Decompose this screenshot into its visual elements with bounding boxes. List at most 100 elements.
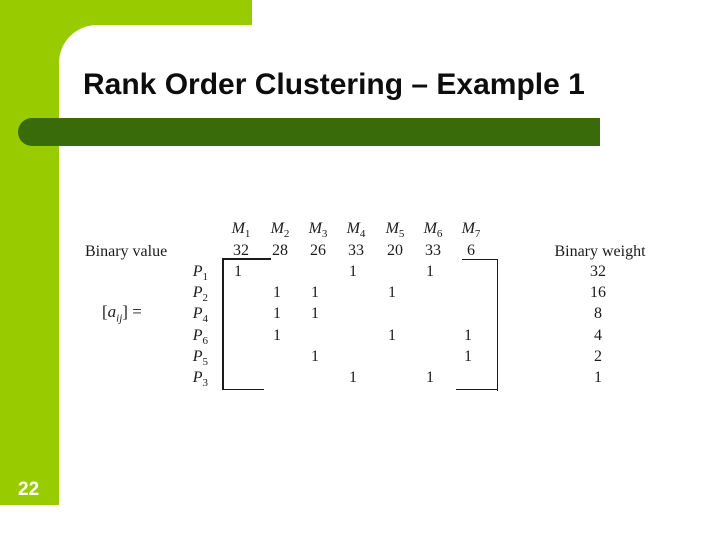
machine-index: 4 — [359, 228, 366, 241]
machine-symbol: M — [308, 220, 322, 237]
one-digit: 1 — [273, 284, 281, 301]
machine-header: M2 — [258, 220, 302, 241]
matrix-cell-one: 1 — [267, 327, 287, 345]
binary-weight-number: 16 — [590, 284, 606, 301]
one-digit: 1 — [464, 348, 472, 365]
matrix-cell-one: 1 — [343, 263, 363, 281]
part-row-label: P3 — [168, 369, 209, 390]
binary-value-number: 33 — [425, 242, 441, 259]
matrix-bracket-left-top-stub — [222, 258, 271, 260]
matrix-cell-one: 1 — [382, 284, 402, 302]
binary-value: 6 — [449, 242, 493, 260]
part-row-label: P1 — [168, 263, 209, 284]
aij-subscript: ij — [116, 312, 123, 325]
machine-symbol: M — [270, 220, 284, 237]
matrix-bracket-left-vertical — [222, 258, 224, 390]
one-digit: 1 — [388, 284, 396, 301]
binary-value-number: 33 — [348, 242, 364, 259]
binary-weight-number: 1 — [594, 369, 602, 386]
machine-index: 7 — [474, 228, 481, 241]
machine-header: M7 — [449, 220, 493, 241]
part-index: 1 — [202, 271, 209, 284]
one-digit: 1 — [464, 327, 472, 344]
binary-value: 32 — [219, 242, 263, 260]
binary-weight-value: 32 — [573, 263, 623, 281]
machine-index: 2 — [283, 228, 290, 241]
one-digit: 1 — [311, 305, 319, 322]
part-row-label: P4 — [168, 305, 209, 326]
binary-value: 28 — [258, 242, 302, 260]
matrix-cell-one: 1 — [305, 305, 325, 323]
part-index: 2 — [202, 292, 209, 305]
matrix-cell-one: 1 — [420, 263, 440, 281]
part-index: 5 — [202, 356, 209, 369]
machine-header: M5 — [373, 220, 417, 241]
binary-value: 26 — [296, 242, 340, 260]
page-number: 22 — [18, 479, 40, 500]
one-digit: 1 — [234, 263, 242, 280]
binary-value-number: 32 — [233, 242, 249, 259]
matrix-cell-one: 1 — [382, 327, 402, 345]
matrix-cell-one: 1 — [305, 348, 325, 366]
machine-header: M6 — [411, 220, 455, 240]
part-symbol: P — [192, 263, 203, 280]
part-row-label: P5 — [168, 348, 209, 369]
part-row-label: P6 — [168, 327, 209, 348]
binary-value-number: 28 — [272, 242, 288, 259]
machine-symbol: M — [231, 220, 245, 237]
part-symbol: P — [192, 305, 203, 322]
aij-var: a — [107, 302, 117, 321]
machine-index: 3 — [321, 228, 328, 241]
binary-weight-number: 2 — [594, 348, 602, 365]
matrix-cell-one: 1 — [228, 263, 248, 281]
part-index: 4 — [202, 313, 209, 326]
slide-title: Rank Order Clustering – Example 1 — [83, 68, 585, 101]
one-digit: 1 — [273, 327, 281, 344]
part-index: 3 — [202, 377, 209, 390]
matrix-bracket-right-top-stub — [462, 258, 498, 260]
one-digit: 1 — [273, 305, 281, 322]
matrix-bracket-left-bottom-stub — [222, 388, 264, 390]
matrix-cell-one: 1 — [343, 369, 363, 387]
part-symbol: P — [192, 284, 203, 301]
aij-close-equals: ] = — [122, 302, 142, 321]
binary-value-number: 26 — [310, 242, 326, 259]
machine-header: M3 — [296, 220, 340, 241]
machine-header: M1 — [219, 220, 263, 241]
one-digit: 1 — [349, 369, 357, 386]
binary-weight-value: 2 — [573, 348, 623, 366]
binary-weight-value: 1 — [573, 369, 623, 387]
matrix-cell-one: 1 — [458, 327, 478, 345]
part-index: 6 — [202, 335, 209, 348]
one-digit: 1 — [426, 369, 434, 386]
matrix-cell-one: 1 — [267, 284, 287, 302]
one-digit: 1 — [349, 263, 357, 280]
binary-weight-number: 4 — [594, 327, 602, 344]
machine-symbol: M — [385, 220, 399, 237]
binary-weight-value: 4 — [573, 327, 623, 345]
part-row-label: P2 — [168, 284, 209, 305]
machine-index: 5 — [398, 228, 405, 241]
binary-weight-value: 16 — [573, 284, 623, 302]
one-digit: 1 — [426, 263, 434, 280]
aij-label: [aij] = — [102, 303, 142, 324]
one-digit: 1 — [311, 348, 319, 365]
machine-symbol: M — [461, 220, 475, 237]
binary-weight-number: 8 — [594, 305, 602, 322]
binary-weight-number: 32 — [590, 263, 606, 280]
matrix-cell-one: 1 — [458, 348, 478, 366]
binary-value-number: 6 — [467, 242, 475, 259]
binary-value: 33 — [411, 242, 455, 260]
matrix-bracket-right-bottom-stub — [456, 388, 498, 390]
binary-value: 20 — [373, 242, 417, 260]
part-symbol: P — [192, 327, 203, 344]
content-panel — [59, 25, 720, 540]
machine-index: 1 — [244, 228, 251, 241]
binary-weight-label: Binary weight — [554, 243, 646, 260]
matrix-cell-one: 1 — [267, 305, 287, 323]
matrix-bracket-right-vertical — [496, 258, 498, 391]
binary-value-label: Binary value — [85, 243, 168, 260]
machine-header: M4 — [334, 220, 378, 241]
